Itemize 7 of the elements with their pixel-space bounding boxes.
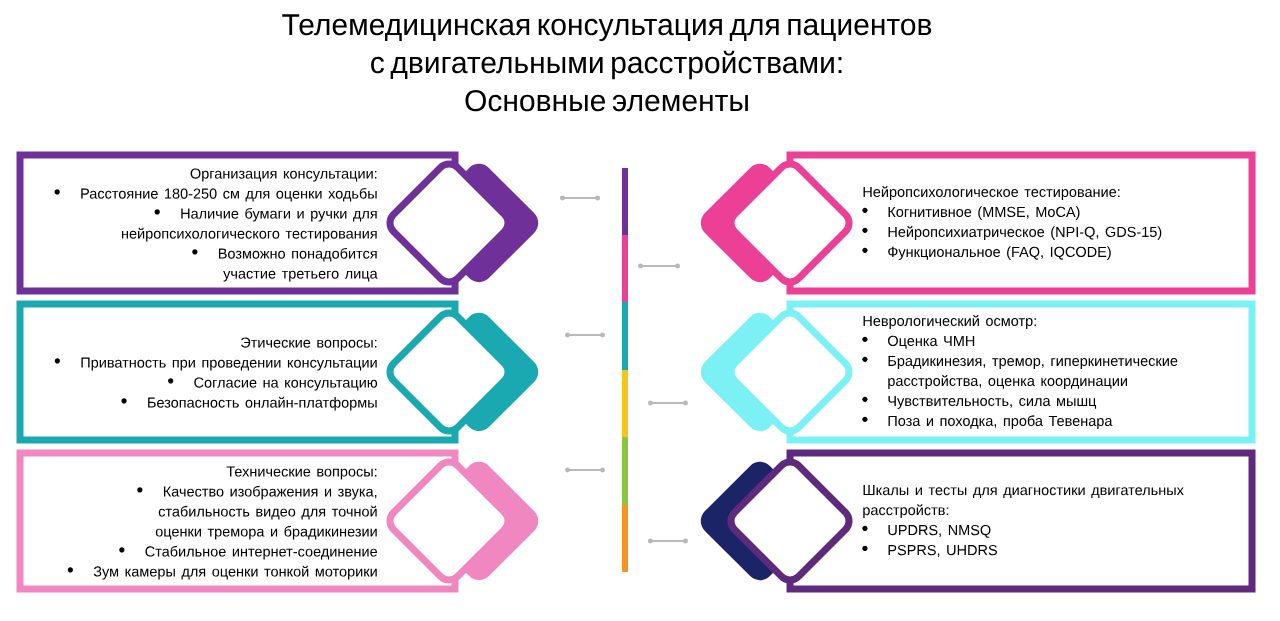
info-box: Нейропсихологическое тестирование: Когнитивное (MMSE, MoCA) Нейропсихиатрическое (NPI-Q, GDS-15) Функциональное (FAQ, IQCODE) [700, 151, 1256, 295]
info-box: Этические вопросы: Приватность при проведении консультации Согласие на консультацию Безопасность онлайн-платформы [16, 300, 539, 444]
info-box: Шкалы и тесты для диагностики двигательных расстройств: UPDRS, NMSQ PSPRS, UHDRS [700, 449, 1256, 593]
title: Телемедицинская консультация для пациентов с двигательными расстройствами: Основные элементы [282, 14, 932, 112]
info-box: Организация консультации: Расстояние 180-250 см для оценки ходьбы Наличие бумаги и ручки для нейропсихологического тестирования Возможно понадобится участие третьего лица [16, 151, 539, 295]
info-box: Неврологический осмотр: Оценка ЧМН Брадикинезия, тремор, гиперкинетические расстройства, оценка координации Чувствительность, сила мышц Поза и походка, проба Тевенара [700, 300, 1256, 444]
info-box: Технические вопросы: Качество изображения и звука, стабильность видео для точной оценки тремора и брадикинезии Стабильное интернет-соединение Зум камеры для оценки тонкой моторики [16, 449, 539, 593]
